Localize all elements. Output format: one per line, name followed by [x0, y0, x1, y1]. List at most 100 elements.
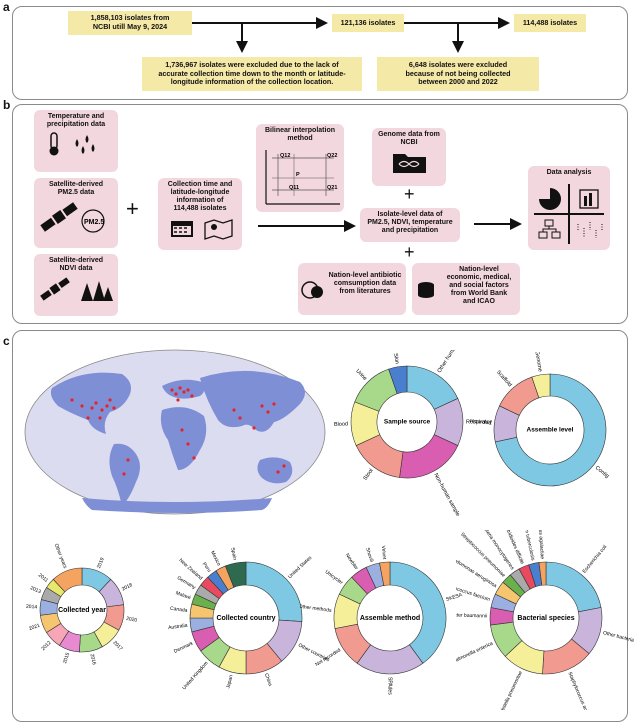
assemble-method-label-spades: SPAdes — [387, 677, 393, 695]
bacterial-species-slice-escherichia-coli — [545, 561, 602, 613]
assemble-level-slice-contig — [494, 373, 607, 487]
collected-country-label-germany: Germany — [176, 575, 197, 591]
collection-info-label: Collection time and latitude-longitude i… — [167, 181, 233, 213]
collected-year-label-2021: 2021 — [28, 623, 41, 632]
assemble-method-label-not-recorded: Not recorded — [314, 647, 342, 668]
collection-info-box: Collection time and latitude-longitude i… — [158, 178, 242, 250]
collected-country-label-malawi: Malawi — [175, 590, 192, 601]
genome-label: Genome data from NCBI — [378, 131, 440, 147]
collected-year-label-2018: 2018 — [121, 582, 134, 592]
collected-country-slice-spain — [224, 561, 247, 588]
assemble-method-label-newbler: Newbler — [344, 553, 359, 572]
q21-label: Q21 — [327, 185, 337, 191]
world-map — [24, 349, 326, 515]
collected-year-center-label: Collected year — [58, 607, 106, 614]
pm25-label: Satellite-derived PM2.5 data — [48, 181, 104, 197]
isolate-points — [70, 386, 286, 476]
pm25-box: Satellite-derived PM2.5 data PM2.5 — [34, 178, 118, 248]
australia — [257, 457, 293, 484]
sample-source-label-other-human-sample: Other human sample — [437, 350, 470, 374]
collected-year-slice-other-years — [52, 567, 83, 593]
satellite-pm-icon: PM2.5 — [40, 202, 105, 233]
q12-label: Q12 — [280, 153, 290, 159]
isolate-level-box: Isolate-level data of PM2.5, NDVI, tempe… — [360, 208, 460, 242]
pill-icon — [301, 281, 323, 299]
pm-icon-label: PM2.5 — [84, 219, 104, 226]
bacterial-species-label-escherichia-coli: Escherichia coli — [582, 544, 609, 575]
dna-folder-icon — [393, 154, 426, 174]
bacterial-species-center-label: Bacterial species — [517, 615, 574, 622]
bilinear-grid-icon: Q12 Q22 P Q11 Q21 — [265, 150, 340, 205]
assemble-level-label-complete-genome: Complete Genome — [529, 352, 543, 372]
thermometer-icon — [49, 132, 95, 156]
assemble-method-label-other-methods: Other methods — [300, 604, 332, 614]
genome-box: Genome data from NCBI — [372, 128, 446, 186]
bacterial-species-label-salmonella-enterica: Salmonella enterica — [456, 641, 494, 665]
panel-b-letter: b — [3, 98, 11, 112]
box-ncbi-total: 1,858,103 isolates from NCBI utill May 9… — [68, 11, 192, 35]
collected-country-label-spain: Spain — [229, 547, 237, 561]
sample-source-label-blood: Blood — [334, 421, 348, 427]
collected-country-label-denmark: Denmark — [173, 640, 194, 654]
bacterial-species-label-streptococcus-pneumoniae: Streptococcus pneumoniae — [459, 532, 506, 579]
assemble-method-center-label: Assemble method — [360, 615, 420, 622]
assemble-method-label-shovill: Shovill — [364, 547, 374, 563]
nation-antibiotic-box: Nation-level antibiotic comsumption data… — [298, 263, 406, 315]
box-114488: 114,488 isolates — [514, 14, 586, 32]
collected-country-label-mexico: Mexico — [209, 550, 222, 567]
bacterial-species-slice-streptococcus-agalactiae — [538, 561, 547, 586]
north-america — [50, 372, 131, 434]
data-analysis-box: Data analysis — [528, 166, 610, 250]
collected-year-label-2020: 2020 — [126, 616, 138, 624]
nation-econ-box: Nation-level economic, medical, and soci… — [412, 263, 520, 315]
excluded-6648: 6,648 isolates were excluded because of … — [377, 57, 539, 91]
collected-year-label-other-years: Other years — [53, 543, 68, 570]
collected-year-label-2013: 2013 — [29, 585, 42, 595]
asia — [200, 370, 305, 432]
collected-country-center-label: Collected country — [216, 615, 275, 622]
p-label: P — [296, 172, 300, 178]
assemble-level-label-scaffold: Scaffold — [495, 369, 513, 388]
temp-precip-label: Temperature and precipitation data — [46, 113, 106, 129]
collected-country-label-australia: Australia — [168, 623, 188, 631]
collected-year-label-2019: 2019 — [96, 557, 106, 570]
panel-c-letter: c — [3, 334, 10, 348]
collected-year-label-2014: 2014 — [26, 604, 38, 611]
europe — [162, 379, 205, 399]
antarctica — [82, 498, 272, 513]
bilinear-box: Bilinear interpolation method Q12 Q22 P … — [256, 124, 344, 212]
collected-year-label-2012: 2012 — [40, 640, 52, 652]
collected-country-label-united-kingdom: United Kingdom — [181, 660, 209, 691]
calendar-map-icon — [171, 219, 233, 241]
excluded-1736967: 1,736,967 isolates were excluded due to … — [142, 57, 362, 91]
assemble-method-label-skesa: SKESA — [445, 592, 463, 603]
nation-econ-label: Nation-level economic, medical, and soci… — [446, 266, 512, 306]
panel-b-arrows — [258, 218, 522, 232]
collected-country-label-peru: Peru — [201, 561, 212, 573]
satellite-tree-icon — [40, 277, 113, 302]
plus-sign-3: + — [404, 242, 415, 262]
assemble-method-slice-skesa — [389, 561, 447, 664]
sample-source-center-label: Sample source — [384, 419, 431, 426]
bacterial-species-label-streptococcus-agalactiae: Streptococcus agalactiae — [535, 530, 545, 560]
assemble-level-label-contig: Contig — [594, 465, 610, 480]
bacterial-species-label-staphylococcus-aureus: Staphylococcus aureus — [566, 671, 592, 710]
analysis-icons — [534, 184, 604, 244]
africa — [160, 407, 207, 470]
nation-antibiotic-label: Nation-level antibiotic comsumption data… — [328, 272, 402, 296]
sample-source-label-skin: Skin — [392, 353, 400, 365]
sample-source-label-urine: Urine — [354, 368, 367, 382]
q22-label: Q22 — [327, 153, 337, 159]
donut-assemble-level: ContigNot recordedScaffoldComplete Genom… — [470, 352, 610, 487]
bilinear-label: Bilinear interpolation method — [264, 127, 335, 143]
bacterial-species-label-enterococcus-faecium: Enterococcus faecium — [456, 582, 491, 603]
assemble-level-center-label: Assemble level — [527, 427, 574, 434]
panel-a-arrows — [192, 17, 510, 53]
ndvi-box: Satellite-derived NDVI data — [34, 254, 118, 316]
collected-country-label-china: China — [263, 673, 273, 688]
collected-year-label-2015: 2015 — [62, 652, 71, 665]
assemble-method-label-velvet: Velvet — [380, 545, 387, 560]
